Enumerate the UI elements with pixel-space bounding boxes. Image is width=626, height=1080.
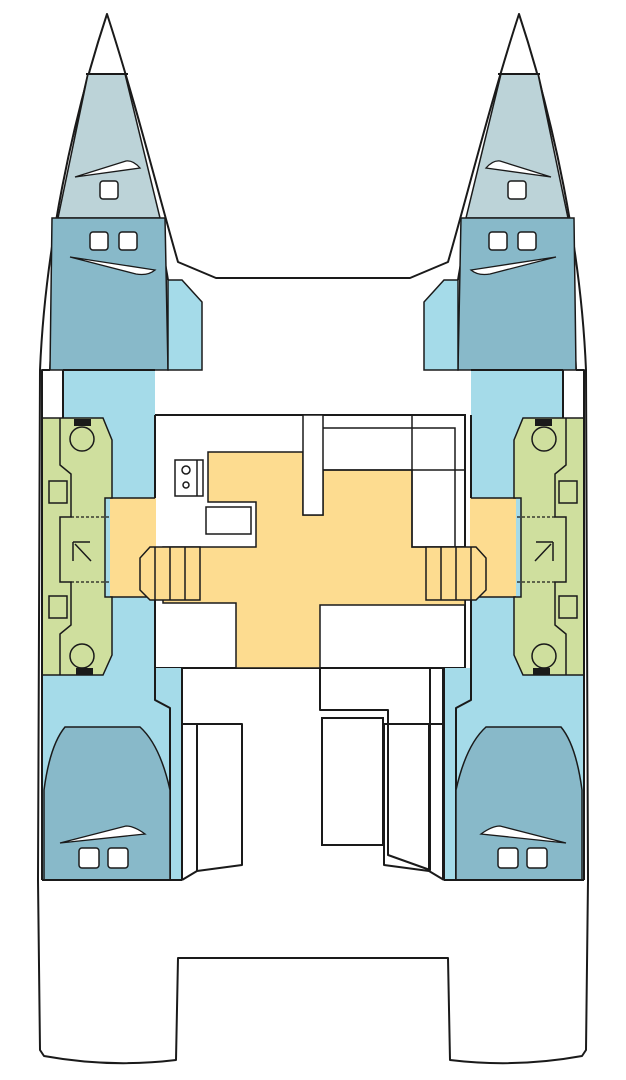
settee — [323, 414, 466, 548]
galley-counter — [205, 506, 252, 535]
bulkhead — [302, 414, 324, 516]
hull-outline — [37, 13, 589, 1065]
stove-icon — [174, 459, 204, 497]
cockpit-table — [321, 717, 384, 846]
